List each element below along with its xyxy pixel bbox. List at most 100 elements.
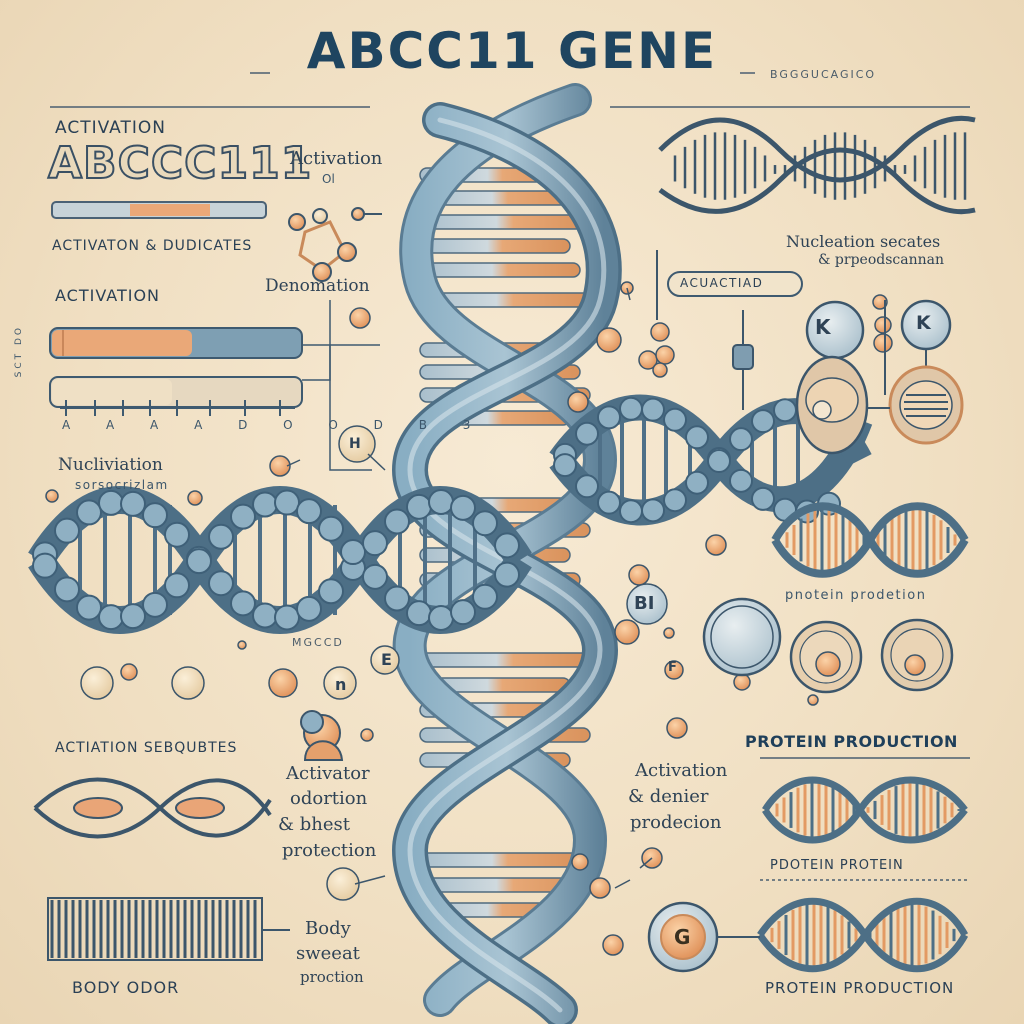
- activation-sequence-helix: [33, 777, 272, 839]
- helix-bead: [575, 474, 599, 499]
- node-circle: [733, 673, 751, 691]
- node-circle: [655, 345, 675, 365]
- central-helix: [391, 83, 622, 1024]
- node-circle: [120, 663, 138, 681]
- ruler-letters: A A A A D O O D B 3: [62, 418, 487, 432]
- helix-bead: [208, 523, 234, 550]
- helix-bead: [252, 602, 278, 629]
- node-circle: [45, 489, 59, 503]
- gene-bar-top: [51, 201, 267, 219]
- helix-bead: [619, 396, 643, 421]
- label-mgccd: MGCCD: [292, 636, 344, 649]
- side-tick-text: SCT DO: [14, 325, 24, 378]
- node-g-label: G: [674, 925, 691, 949]
- helix-bead: [450, 494, 476, 521]
- helix-bead: [274, 604, 300, 631]
- node-circle: [360, 728, 374, 742]
- helix-bead: [641, 397, 665, 422]
- helix-bead: [384, 508, 410, 535]
- label-proction: proction: [300, 968, 364, 986]
- node-circle: [663, 627, 675, 639]
- label-protein-production-bottom: PROTEIN PRODUCTION: [765, 979, 955, 997]
- node-leader: [639, 857, 653, 869]
- label-sorsocrizlam: sorsocrizlam: [75, 478, 169, 492]
- node-circle: [589, 877, 611, 899]
- helix-bead: [494, 561, 520, 588]
- node-circle: [650, 322, 670, 342]
- node-circle: [338, 425, 376, 463]
- helix-bead: [729, 468, 753, 493]
- label-nucleation-right: Nucleation secates: [786, 232, 941, 251]
- node-circle: [596, 327, 622, 353]
- label-protein-prodtion: pnotein prodetion: [785, 588, 927, 603]
- cell-k: [795, 300, 869, 455]
- node-circle: [626, 583, 668, 625]
- helix-bead: [597, 490, 621, 515]
- helix-bead: [54, 576, 80, 603]
- helix-bead: [707, 449, 731, 474]
- helix-bead: [32, 552, 58, 579]
- node-circle: [874, 316, 892, 334]
- node-bi-label: BI: [634, 593, 655, 614]
- base-pair-rung: [419, 852, 581, 868]
- node-circle: [872, 294, 888, 310]
- protein-helix-1: [771, 502, 969, 578]
- node-circle: [171, 666, 205, 700]
- label-activation-top: ACTIVATION: [55, 118, 166, 138]
- label-activator: Activator: [286, 763, 370, 784]
- node-leader: [286, 459, 301, 467]
- node-f-label: F: [668, 660, 677, 675]
- base-pair-rung: [419, 262, 581, 278]
- helix-bead: [751, 409, 775, 434]
- left-beaded-helix: [28, 486, 532, 634]
- protein-helix-2: [762, 776, 968, 844]
- helix-bead: [641, 498, 665, 523]
- label-denier: & denier: [628, 786, 709, 807]
- helix-bead: [494, 532, 520, 559]
- node-circle: [602, 934, 624, 956]
- helix-bead: [98, 604, 124, 631]
- node-k2-label: K: [916, 312, 931, 334]
- dish-3: [880, 618, 954, 692]
- node-circle: [705, 534, 727, 556]
- dish-g: [647, 901, 760, 973]
- node-leader: [367, 453, 386, 471]
- label-prodecion: prodecion: [630, 812, 722, 833]
- helix-bead: [406, 600, 432, 627]
- label-sweeat: sweeat: [296, 943, 360, 964]
- node-k-label: K: [815, 315, 831, 339]
- top-right-helix: [658, 115, 976, 215]
- label-protein-protein: PDOTEIN PROTEIN: [770, 858, 904, 873]
- helix-bead: [472, 510, 498, 537]
- helix-bead: [120, 490, 146, 517]
- node-h-label: H: [349, 436, 361, 452]
- label-nucliviation: Nucliviation: [58, 455, 163, 475]
- node-circle: [80, 666, 114, 700]
- label-actiation-sebqubtes: ACTIATION SEBQUBTES: [55, 740, 238, 756]
- gene-ruler: [60, 400, 295, 416]
- bar-leader: [302, 300, 380, 471]
- helix-bead: [120, 603, 146, 630]
- node-circle: [628, 564, 650, 586]
- label-activation-hand: Activation: [290, 148, 383, 169]
- lollipop-group: [656, 250, 927, 410]
- helix-bead: [685, 470, 709, 495]
- helix-bead: [230, 503, 256, 530]
- page-title: ABCC11 GENE: [306, 22, 718, 80]
- node-circle: [652, 362, 668, 378]
- helix-bead: [76, 594, 102, 621]
- label-abccc111: ABCCC111: [47, 137, 313, 190]
- helix-bead: [164, 572, 190, 599]
- helix-bead: [619, 499, 643, 524]
- helix-bead: [98, 489, 124, 516]
- node-circle: [567, 391, 589, 413]
- gene-bar-1: [49, 327, 303, 359]
- node-circle: [807, 694, 819, 706]
- helix-bead: [575, 421, 599, 446]
- label-protein-production-right: PROTEIN PRODUCTION: [745, 732, 958, 751]
- helix-bead: [142, 591, 168, 618]
- helix-bead: [208, 570, 234, 597]
- base-pair-rung: [419, 652, 591, 668]
- helix-bead: [76, 499, 102, 526]
